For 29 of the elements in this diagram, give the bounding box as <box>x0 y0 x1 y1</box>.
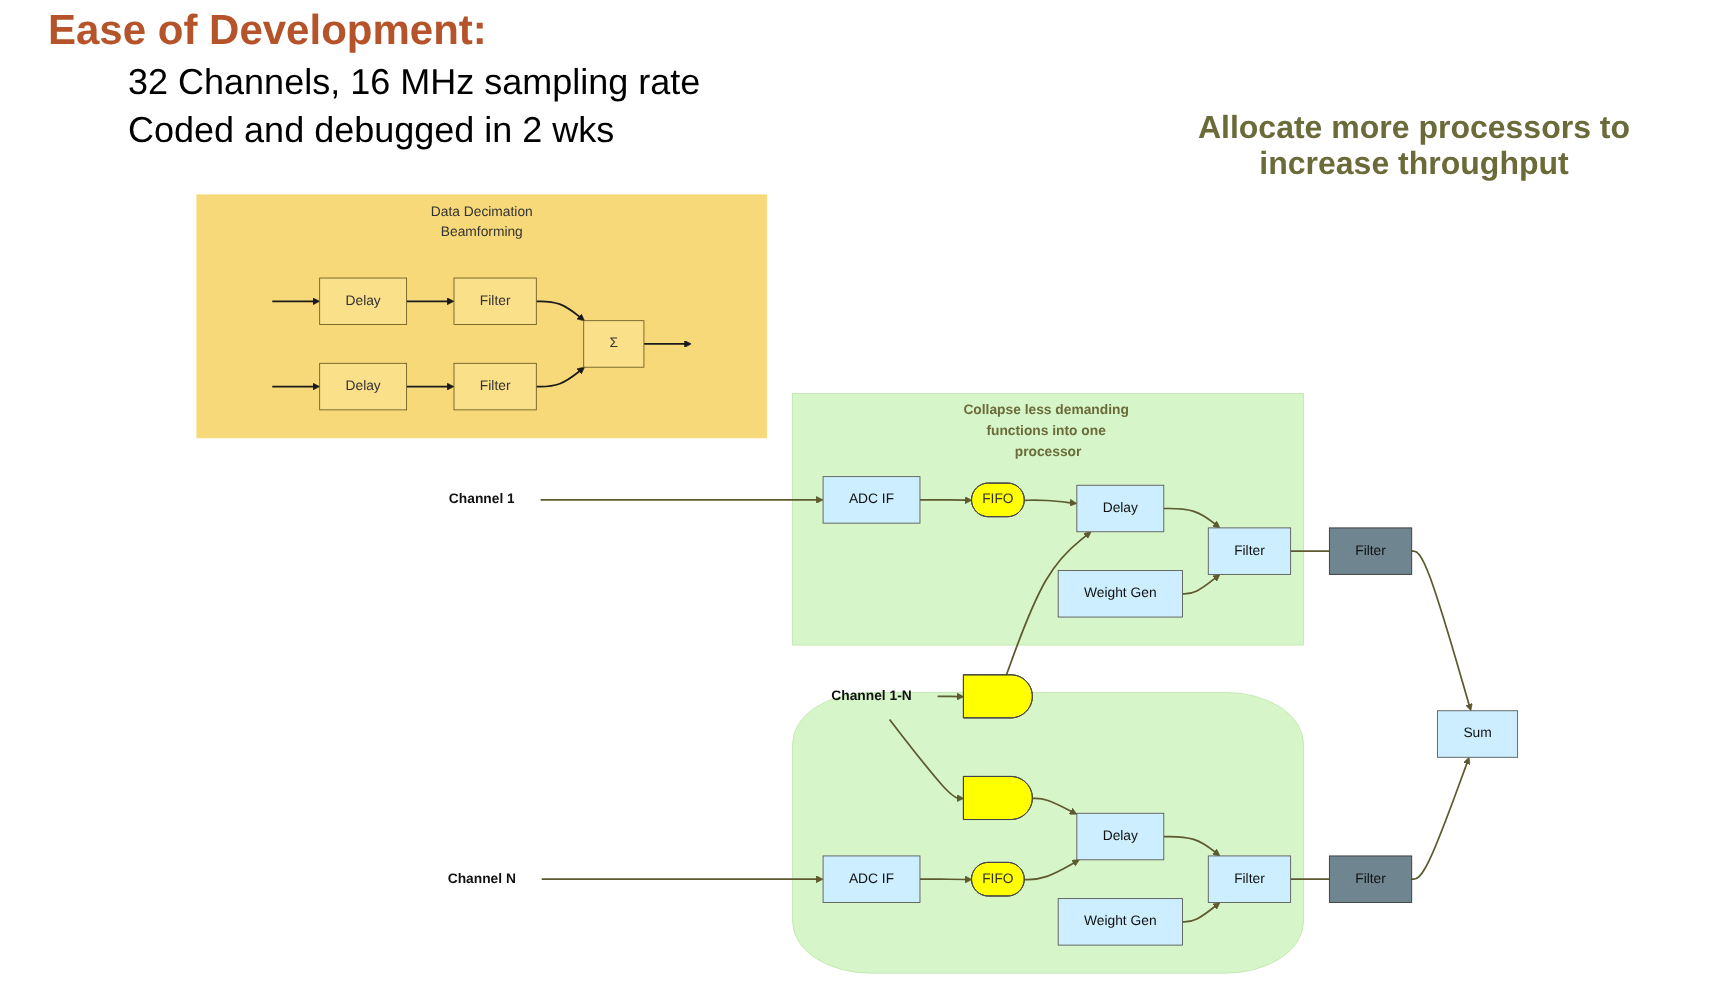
arrow <box>272 382 321 391</box>
arrow <box>1032 797 1078 815</box>
arrow <box>536 300 586 322</box>
arrow <box>536 366 586 388</box>
bullet-text: 32 Channels, 16 MHz sampling rate <box>128 62 701 104</box>
arrow <box>406 382 456 391</box>
arrow <box>1411 756 1472 881</box>
arrow <box>1163 835 1222 857</box>
arrow <box>1411 550 1474 712</box>
arrow <box>889 718 965 802</box>
arrow <box>541 875 825 883</box>
arrow <box>540 496 825 504</box>
arrow <box>1024 859 1081 881</box>
arrow <box>1006 531 1093 677</box>
arrow <box>1024 498 1078 507</box>
arrow <box>272 297 321 306</box>
arrow <box>919 875 974 884</box>
bullet-text: Coded and debugged in 2 wks <box>128 110 617 152</box>
arrow <box>643 340 693 348</box>
note-text: Allocate more processors to increase throughput <box>1195 112 1633 184</box>
connector <box>1290 550 1331 552</box>
arrow <box>1182 574 1222 595</box>
arrow <box>1182 902 1222 923</box>
arrow <box>937 692 965 701</box>
title: Ease of Development: <box>48 8 489 56</box>
arrow <box>406 297 456 306</box>
arrow <box>919 496 974 504</box>
arrow <box>1163 507 1222 529</box>
connector <box>1290 878 1331 881</box>
